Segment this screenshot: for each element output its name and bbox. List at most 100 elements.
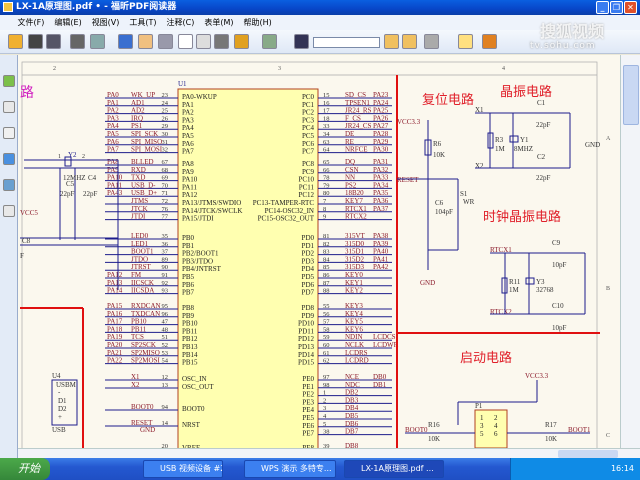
net-label: KEY0 bbox=[345, 271, 363, 279]
save-as-icon[interactable] bbox=[46, 34, 61, 49]
part-value: F bbox=[20, 252, 24, 260]
net-label: PA1 bbox=[107, 99, 119, 107]
signal-label: JTMS bbox=[131, 197, 148, 205]
pin-name: PA0-WKUP bbox=[182, 93, 217, 101]
pin-number: 72 bbox=[162, 198, 169, 205]
menu-forms[interactable]: 表单(M) bbox=[204, 18, 234, 27]
net-label: PA41 bbox=[373, 255, 389, 263]
pin-name: PA13/JTMS/SWDIO bbox=[182, 199, 241, 207]
horizontal-scrollbar[interactable] bbox=[18, 448, 640, 458]
pin-name: PC4 bbox=[302, 124, 315, 132]
pin-number: 56 bbox=[323, 311, 330, 318]
pin-name: PB14 bbox=[182, 351, 198, 359]
net-label: PA14 bbox=[107, 287, 123, 295]
pin-name: PE2 bbox=[302, 391, 314, 399]
close-button[interactable]: ✕ bbox=[624, 1, 637, 14]
find-icon[interactable] bbox=[294, 34, 309, 49]
pin-name: PB6 bbox=[182, 281, 195, 289]
highlighter-icon[interactable] bbox=[482, 34, 497, 49]
print-icon[interactable] bbox=[70, 34, 85, 49]
pin-number: 88 bbox=[323, 288, 330, 295]
net-label: DE bbox=[345, 130, 354, 138]
next-icon[interactable] bbox=[402, 34, 417, 49]
part-value: 10K bbox=[428, 435, 440, 443]
signatures-icon[interactable] bbox=[3, 205, 15, 217]
pin-number: 81 bbox=[323, 233, 330, 240]
part-ref: Y1 bbox=[520, 136, 529, 144]
layers-icon[interactable] bbox=[3, 127, 15, 139]
pencil-icon[interactable] bbox=[458, 34, 473, 49]
sign-icon[interactable] bbox=[262, 34, 277, 49]
pin-name: PA14/JTCK/SWCLK bbox=[182, 207, 242, 215]
part-value: 104pF bbox=[435, 208, 453, 216]
signal-label: IICSCK bbox=[131, 279, 154, 287]
restore-button[interactable]: ❐ bbox=[610, 1, 623, 14]
column-marker: 4 bbox=[502, 66, 505, 72]
scroll-thumb[interactable] bbox=[623, 65, 639, 125]
pin-name: PD4 bbox=[302, 265, 315, 273]
task-usb-video[interactable]: USB 视频设备 #2 bbox=[143, 460, 223, 478]
menu-view[interactable]: 视图(V) bbox=[91, 18, 120, 27]
select-icon[interactable] bbox=[178, 34, 193, 49]
menu-comments[interactable]: 注释(C) bbox=[166, 18, 195, 27]
pin-number: 93 bbox=[162, 288, 169, 295]
net-label: PA38 bbox=[373, 232, 389, 240]
email-icon[interactable] bbox=[90, 34, 105, 49]
start-button[interactable]: 开始 bbox=[0, 458, 50, 480]
comments-icon[interactable] bbox=[3, 153, 15, 165]
pin-name: PC8 bbox=[302, 160, 315, 168]
task-wps[interactable]: WPS 演示 多特专... bbox=[244, 460, 336, 478]
net-label: DQ bbox=[345, 158, 355, 166]
search-input[interactable] bbox=[313, 37, 380, 48]
net-label: PA24 bbox=[373, 99, 389, 107]
signal-label: BOOT0 bbox=[131, 403, 154, 411]
net-label: DB7 bbox=[345, 428, 359, 436]
pin-number: 82 bbox=[323, 241, 330, 248]
vertical-scrollbar[interactable] bbox=[620, 55, 640, 448]
pin-number: 60 bbox=[323, 342, 330, 349]
text-select-icon[interactable] bbox=[196, 34, 211, 49]
net-label: F_CS bbox=[345, 114, 361, 122]
signal-label: PS1 bbox=[131, 122, 143, 130]
security-icon[interactable] bbox=[234, 34, 249, 49]
net-label: KEY3 bbox=[345, 302, 363, 310]
pin-number: 62 bbox=[323, 358, 330, 365]
pin-name: PD12 bbox=[298, 335, 314, 343]
watermark-url: tv.sohu.com bbox=[530, 41, 596, 51]
net-label: PA35 bbox=[373, 189, 389, 197]
signal-label: X2 bbox=[131, 381, 140, 389]
pages-icon[interactable] bbox=[3, 101, 15, 113]
pin-number: 15 bbox=[323, 92, 330, 99]
menu-file[interactable]: 文件(F) bbox=[17, 18, 45, 27]
scroll-thumb[interactable] bbox=[558, 450, 618, 458]
minimize-button[interactable]: _ bbox=[596, 1, 609, 14]
menu-edit[interactable]: 编辑(E) bbox=[54, 18, 82, 27]
open-icon[interactable] bbox=[8, 34, 23, 49]
hand-icon[interactable] bbox=[138, 34, 153, 49]
pin-number: 36 bbox=[162, 241, 169, 248]
net-label: PA19 bbox=[107, 333, 123, 341]
net-label: NDC bbox=[345, 381, 360, 389]
header-pin: 3 bbox=[480, 422, 484, 430]
snapshot-icon[interactable] bbox=[214, 34, 229, 49]
pin-name: PE8 bbox=[302, 444, 314, 448]
zoom-icon[interactable] bbox=[158, 34, 173, 49]
save-icon[interactable] bbox=[28, 34, 43, 49]
pin-number: 64 bbox=[323, 147, 330, 154]
menu-tools[interactable]: 工具(T) bbox=[129, 18, 157, 27]
bookmarks-icon[interactable] bbox=[3, 75, 15, 87]
prev-icon[interactable] bbox=[384, 34, 399, 49]
typewriter-icon[interactable] bbox=[424, 34, 439, 49]
part-ref: P1 bbox=[475, 402, 483, 410]
net-label: PA15 bbox=[107, 302, 123, 310]
pin-number: 87 bbox=[323, 280, 330, 287]
net-label: JR24_RS bbox=[345, 107, 372, 115]
attachments-icon[interactable] bbox=[3, 179, 15, 191]
menu-help[interactable]: 帮助(H) bbox=[243, 18, 272, 27]
title-bar: LX-1A原理图.pdf • - 福昕PDF阅读器 _ ❐ ✕ bbox=[0, 0, 640, 15]
task-pdf[interactable]: LX-1A原理图.pdf ... bbox=[344, 460, 444, 478]
fullscreen-icon[interactable] bbox=[118, 34, 133, 49]
net-label: X1 bbox=[475, 106, 484, 114]
pin-number: 80 bbox=[323, 190, 330, 197]
